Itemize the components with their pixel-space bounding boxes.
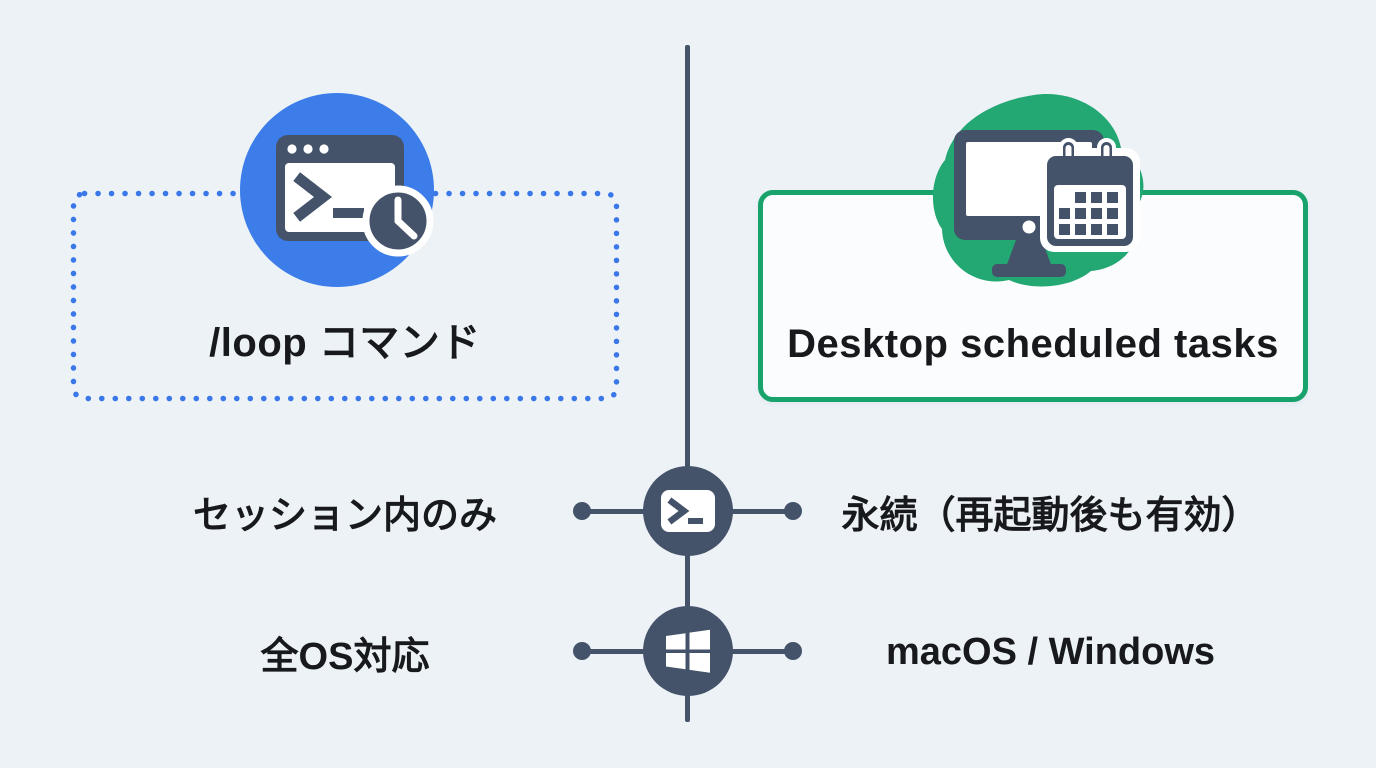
row-1-right-label: 永続（再起動後も有効）: [841, 494, 1260, 537]
left-option-title: /loop コマンド: [209, 321, 481, 365]
row-2-left-connector: [582, 649, 688, 654]
row-2-left-dot: [573, 642, 591, 660]
row-2-left-label: 全OS対応: [260, 635, 430, 678]
row-2-right-label: macOS / Windows: [885, 630, 1216, 673]
vertical-divider: [685, 45, 690, 722]
row-1-left-connector: [582, 509, 688, 514]
right-option-title: Desktop scheduled tasks: [787, 321, 1279, 366]
row-2-right-connector: [688, 649, 793, 654]
row-1-right-dot: [784, 502, 802, 520]
terminal-window-clock-icon: [240, 93, 434, 287]
desktop-calendar-icon: [932, 94, 1144, 287]
left-option-card: /loop コマンド: [70, 190, 620, 402]
row-1-right-connector: [688, 509, 793, 514]
dotted-border: [70, 190, 620, 402]
row-2-right-dot: [784, 642, 802, 660]
terminal-icon: [643, 466, 733, 556]
row-1-left-dot: [573, 502, 591, 520]
right-option-card: Desktop scheduled tasks: [758, 190, 1308, 402]
windows-icon: [643, 606, 733, 696]
row-1-left-label: セッション内のみ: [192, 494, 497, 537]
